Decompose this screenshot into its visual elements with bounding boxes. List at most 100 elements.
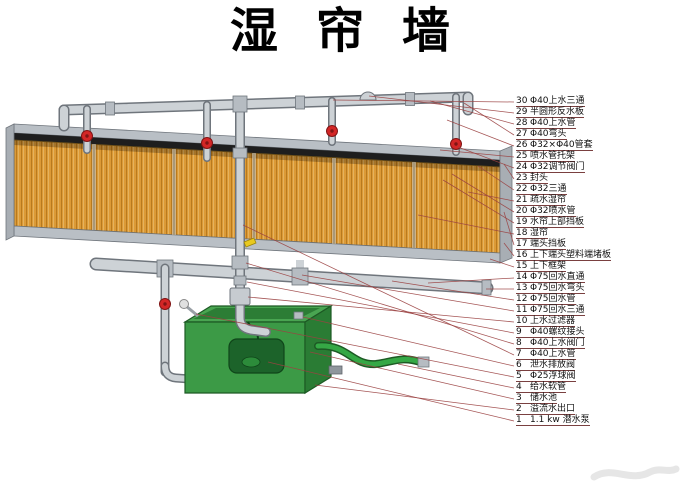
- pipe-coupling: [232, 147, 248, 159]
- part-number: 2: [516, 404, 522, 414]
- part-label-7: 7 Φ40上水管: [516, 345, 678, 360]
- part-number: 12: [516, 294, 528, 304]
- part-number: 29: [516, 107, 528, 117]
- part-name: 1.1 kw 潜水泵: [530, 415, 590, 425]
- part-name: 封头: [530, 173, 549, 183]
- part-name: 水帘上部挡板: [530, 217, 585, 227]
- part-name: 溢流水出口: [530, 404, 576, 414]
- part-number: 9: [516, 327, 522, 337]
- return-tee: [291, 267, 309, 286]
- part-name: 上下框架: [530, 261, 567, 271]
- tank-water-surface: [193, 308, 320, 319]
- part-name: 喷水管托架: [530, 151, 576, 161]
- part-number: 28: [516, 118, 528, 128]
- part-number: 14: [516, 272, 528, 282]
- feed-water-pipe: [229, 99, 271, 337]
- float-ball-valve: [179, 299, 189, 309]
- part-number: 6: [516, 360, 522, 370]
- panel-seams: [92, 144, 416, 248]
- part-name: Φ75回水三通: [530, 305, 585, 315]
- part-name: Φ40弯头: [530, 129, 567, 139]
- supply-hose: [314, 341, 430, 369]
- part-label-3: 3 储水池: [516, 389, 678, 404]
- part-name: Φ40上水管: [530, 349, 576, 359]
- part-name: Φ75回水管: [530, 294, 576, 304]
- part-number: 3: [516, 393, 522, 403]
- part-label-2: 2 溢流水出口: [516, 400, 678, 415]
- part-name: 上水过滤器: [530, 316, 576, 326]
- pad-top-strip: [14, 133, 500, 167]
- cooling-pad-wall: [5, 123, 513, 264]
- part-name: 给水软管: [530, 382, 567, 392]
- part-number: 16: [516, 250, 528, 260]
- overflow-outlet: [328, 365, 343, 375]
- water-filter: [229, 287, 251, 306]
- part-name: Φ32喷水管: [530, 206, 576, 216]
- part-number: 30: [516, 96, 528, 106]
- pipe-sleeve: [405, 92, 415, 106]
- part-label-8: 8 Φ40上水阀门: [516, 334, 678, 349]
- semicircular-deflector: [359, 91, 377, 101]
- part-name: Φ32调节阀门: [530, 162, 585, 172]
- part-name: Φ40螺纹接头: [530, 327, 585, 337]
- page-title: 湿帘墙: [229, 3, 488, 59]
- part-label-1: 1 1.1 kw 潜水泵: [516, 411, 678, 426]
- part-name: 泄水排放阀: [530, 360, 576, 370]
- part-number: 18: [516, 228, 528, 238]
- part-number: 24: [516, 162, 528, 172]
- valve-handwheel-icon: [81, 130, 93, 142]
- part-name: Φ32三通: [530, 184, 567, 194]
- overflow-drain-valve: [293, 311, 304, 320]
- pipe-sleeve: [295, 95, 305, 110]
- part-number: 27: [516, 129, 528, 139]
- part-name: 上下端头塑料端堵板: [530, 250, 612, 260]
- float-arm: [185, 304, 199, 318]
- valve-handwheel-icon: [201, 137, 213, 149]
- part-name: 储水池: [530, 393, 558, 403]
- top-tee: [232, 95, 248, 113]
- feed-valve-body: [231, 255, 249, 270]
- pump-outlet: [241, 356, 261, 368]
- part-number: 25: [516, 151, 528, 161]
- leader-lines: [195, 95, 515, 422]
- part-number: 1: [516, 415, 522, 425]
- part-number: 26: [516, 140, 528, 150]
- part-number: 22: [516, 184, 528, 194]
- part-number: 20: [516, 206, 528, 216]
- part-label-9: 9 Φ40螺纹接头: [516, 323, 678, 338]
- watermark-scribble: [590, 465, 680, 481]
- submersible-pump: [228, 338, 285, 374]
- part-name: Φ75回水直通: [530, 272, 585, 282]
- part-name: Φ40上水三通: [530, 96, 585, 106]
- part-name: Φ75回水弯头: [530, 283, 585, 293]
- hose-fitting: [417, 356, 430, 368]
- part-name: Φ25浮球阀: [530, 371, 576, 381]
- part-number: 8: [516, 338, 522, 348]
- left-end-plate: [5, 123, 15, 241]
- part-name: Φ40上水阀门: [530, 338, 585, 348]
- part-number: 23: [516, 173, 528, 183]
- part-number: 17: [516, 239, 528, 249]
- part-name: Φ40上水管: [530, 118, 576, 128]
- part-number: 7: [516, 349, 522, 359]
